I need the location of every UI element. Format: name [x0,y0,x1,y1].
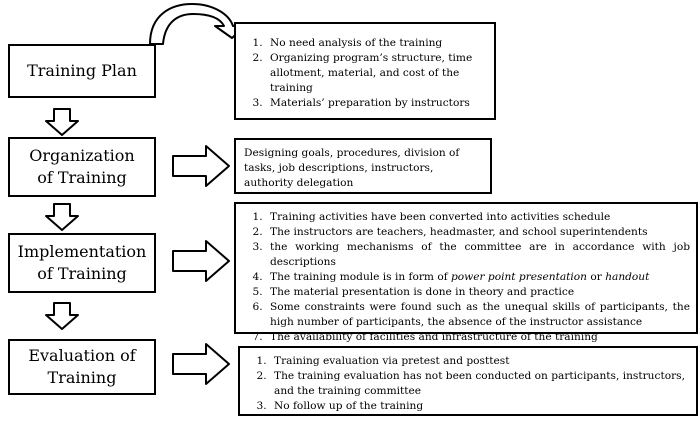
item-italic-text: power point presentation [451,271,587,284]
list-item: Materials’ preparation by instructors [266,96,488,111]
item-text: The training module is in form of [270,271,451,284]
list-item: The training module is in form of power … [266,270,690,285]
list-item: The training evaluation has not been con… [270,369,690,399]
down-arrow-icon [45,203,79,231]
list-item: The instructors are teachers, headmaster… [266,225,690,240]
plan-list: No need analysis of the training Organiz… [242,36,488,111]
stage-label: Implementation of Training [17,242,147,283]
list-item: No follow up of the training [270,399,690,414]
item-text: or [587,271,606,284]
list-item: No need analysis of the training [266,36,488,51]
item-italic-text: handout [605,271,650,284]
stage-label: Organization of Training [29,146,135,187]
down-arrow-icon [45,302,79,330]
list-item: Training activities have been converted … [266,210,690,225]
stage-evaluation: Evaluation of Training [8,339,156,395]
stage-label: Training Plan [27,61,137,81]
list-item: The availability of facilities and infra… [266,330,690,345]
list-item: Training evaluation via pretest and post… [270,354,690,369]
implementation-list: Training activities have been converted … [242,210,690,345]
detail-box-evaluation: Training evaluation via pretest and post… [238,346,698,416]
detail-box-plan: No need analysis of the training Organiz… [234,22,496,120]
list-item: Some constraints were found such as the … [266,300,690,330]
detail-box-organization: Designing goals, procedures, division of… [234,138,492,194]
down-arrow-icon [45,108,79,136]
detail-box-implementation: Training activities have been converted … [234,202,698,343]
organization-text: Designing goals, procedures, division of… [244,147,460,190]
stage-organization: Organization of Training [8,137,156,197]
stage-label: Evaluation of Training [28,346,136,387]
list-item: The material presentation is done in the… [266,285,690,300]
right-arrow-icon [172,145,230,187]
list-item: Organizing program’s structure, time all… [266,51,488,96]
right-arrow-icon [172,240,230,282]
evaluation-list: Training evaluation via pretest and post… [246,354,690,414]
right-arrow-icon [172,343,230,385]
list-item: the working mechanisms of the committee … [266,240,690,270]
stage-training-plan: Training Plan [8,44,156,98]
stage-implementation: Implementation of Training [8,233,156,293]
